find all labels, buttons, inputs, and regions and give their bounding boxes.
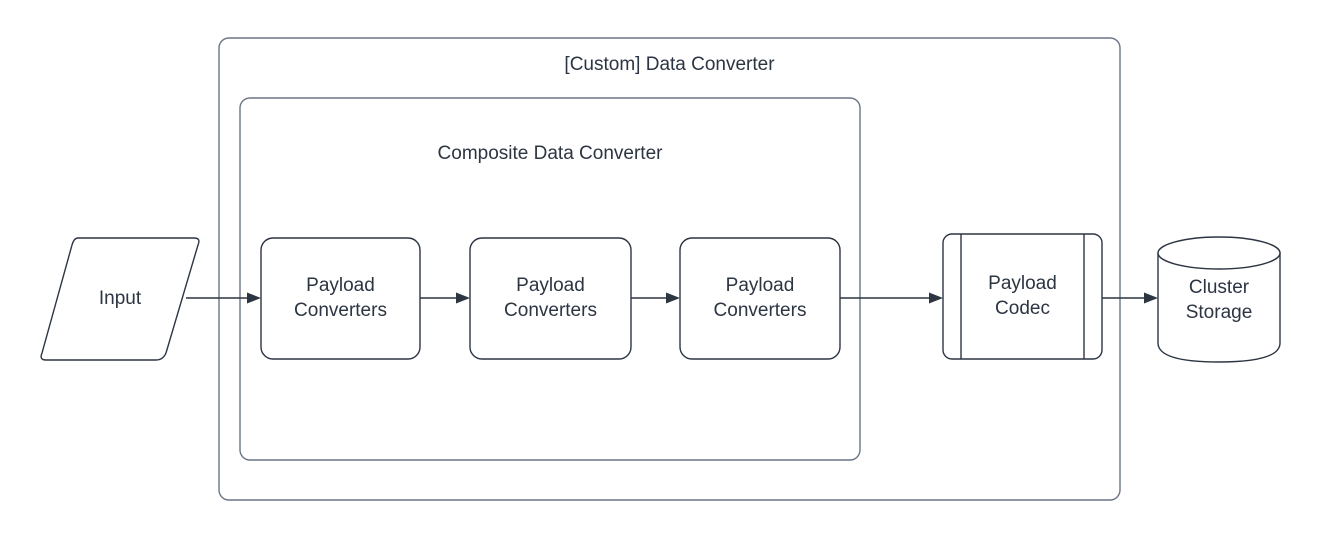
label-input: Input — [98, 288, 142, 309]
shape-cluster-storage-top — [1157, 236, 1281, 270]
edge-codec-to-storage-arrowhead — [1144, 292, 1158, 304]
label-cluster-storage: Cluster Storage — [1185, 277, 1253, 324]
edge-converters-3-to-codec-arrowhead — [929, 292, 943, 304]
edge-converters-1-to-2-arrowhead — [456, 292, 470, 304]
label-payload-codec: Payload Codec — [988, 273, 1057, 320]
label-payload-converters-2: Payload Converters — [504, 275, 597, 322]
label-payload-converters-3: Payload Converters — [713, 275, 807, 322]
shape-cluster-storage-body[interactable] — [1157, 252, 1281, 363]
edge-input-to-converters-1-arrowhead — [247, 292, 261, 304]
container-composite-data-converter[interactable] — [239, 97, 861, 461]
label-composite-data-converter: Composite Data Converter — [437, 143, 663, 164]
label-payload-converters-1: Payload Converters — [294, 275, 387, 322]
label-custom-data-converter: [Custom] Data Converter — [564, 54, 775, 75]
edge-converters-2-to-3-arrowhead — [666, 292, 680, 304]
shape-input[interactable] — [40, 237, 200, 361]
shape-payload-codec[interactable] — [942, 233, 1103, 360]
container-custom-data-converter[interactable] — [218, 37, 1121, 501]
